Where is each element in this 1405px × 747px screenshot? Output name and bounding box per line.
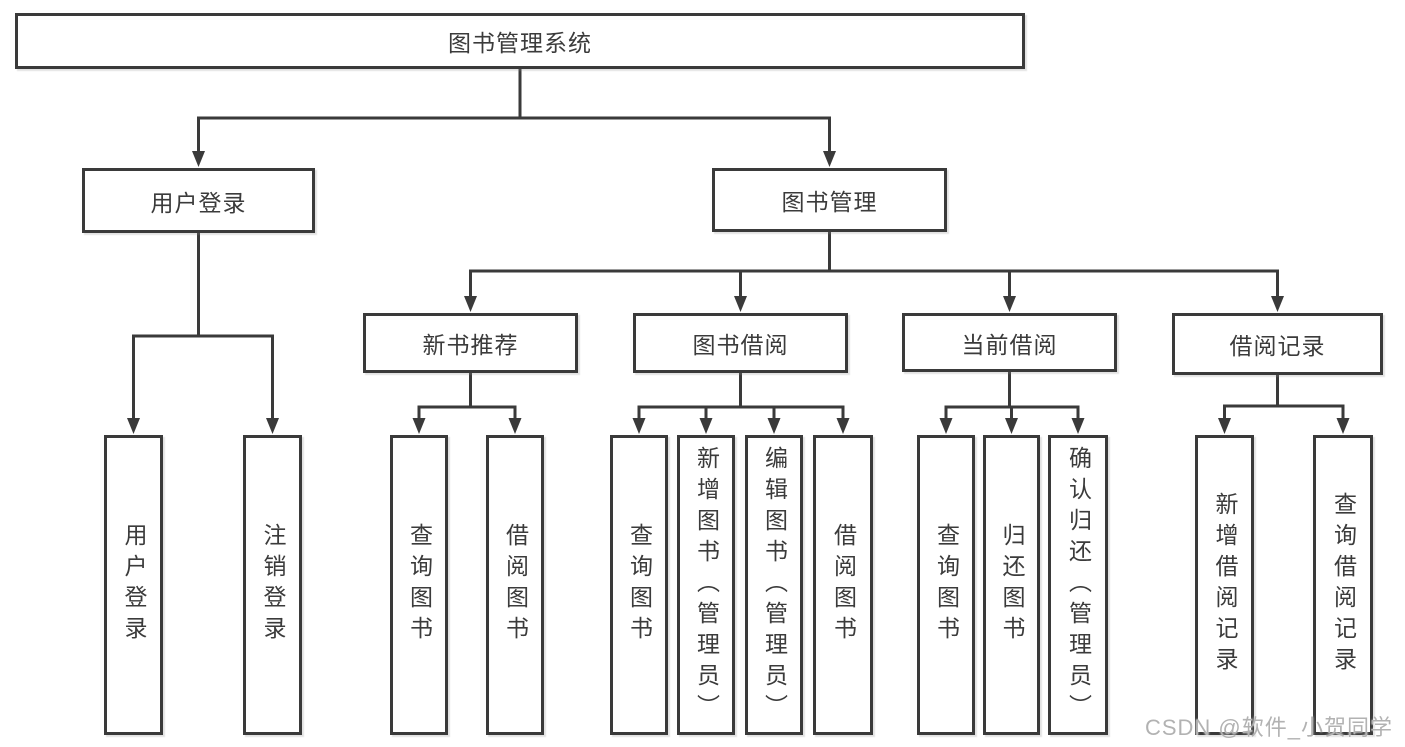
arrowhead-icon [734, 296, 747, 312]
node-label: 借阅图书 [830, 523, 857, 647]
leaf-current-query-books: 查询图书 [917, 435, 975, 735]
leaf-current-return-books: 归还图书 [983, 435, 1040, 735]
leaf-recommend-borrow-books: 借阅图书 [486, 435, 544, 735]
arrowhead-icon [1218, 418, 1231, 434]
arrowhead-icon [1005, 418, 1018, 434]
arrowhead-icon [127, 418, 140, 434]
arrowhead-icon [1071, 418, 1085, 434]
arrowhead-icon [1003, 296, 1016, 312]
node-label: 新增图书（管理员） [693, 445, 720, 725]
arrowhead-icon [464, 296, 477, 312]
leaf-borrow-edit-books-admin: 编辑图书（管理员） [745, 435, 803, 735]
node-user-login: 用户登录 [82, 168, 315, 233]
arrowhead-icon [836, 418, 850, 434]
node-book-management: 图书管理 [712, 168, 947, 232]
node-book-borrowing: 图书借阅 [633, 313, 848, 373]
node-label: 新书推荐 [422, 332, 519, 358]
node-label: 当前借阅 [961, 331, 1058, 358]
node-label: 编辑图书（管理员） [761, 445, 788, 725]
leaf-borrow-add-books-admin: 新增图书（管理员） [677, 435, 735, 735]
node-label: 图书管理系统 [448, 30, 592, 56]
arrowhead-icon [508, 418, 522, 434]
leaf-records-add-record: 新增借阅记录 [1195, 435, 1254, 735]
node-label: 查询图书 [406, 523, 433, 647]
node-label: 归还图书 [999, 523, 1025, 647]
node-label: 确认归还（管理员） [1065, 445, 1092, 725]
arrowhead-icon [939, 418, 953, 434]
node-borrow-records: 借阅记录 [1172, 313, 1383, 375]
node-label: 查询借阅记录 [1330, 492, 1357, 678]
leaf-records-query-record: 查询借阅记录 [1313, 435, 1373, 735]
node-label: 用户登录 [121, 523, 147, 647]
node-label: 查询图书 [626, 523, 653, 647]
node-new-book-recommend: 新书推荐 [363, 313, 578, 373]
arrowhead-icon [266, 418, 279, 434]
arrowhead-icon [1336, 418, 1350, 434]
arrowhead-icon [823, 151, 836, 167]
leaf-borrow-query-books: 查询图书 [610, 435, 668, 735]
arrowhead-icon [767, 418, 781, 434]
arrowhead-icon [412, 418, 426, 434]
node-current-borrowing: 当前借阅 [902, 313, 1117, 372]
node-label: 查询图书 [933, 523, 960, 647]
leaf-current-confirm-return-admin: 确认归还（管理员） [1048, 435, 1108, 735]
node-label: 借阅图书 [502, 523, 529, 647]
arrowhead-icon [192, 151, 205, 167]
leaf-logout: 注销登录 [243, 435, 302, 735]
node-label: 借阅记录 [1229, 333, 1326, 359]
node-label: 图书管理 [781, 189, 878, 215]
arrowhead-icon [632, 418, 646, 434]
node-library-system: 图书管理系统 [15, 13, 1025, 69]
watermark: CSDN @软件_小贺同学 [1144, 715, 1393, 740]
leaf-borrow-borrow-books: 借阅图书 [813, 435, 873, 735]
node-label: 用户登录 [150, 189, 247, 216]
leaf-recommend-query-books: 查询图书 [390, 435, 448, 735]
leaf-user-login: 用户登录 [104, 435, 163, 735]
node-label: 图书借阅 [692, 332, 789, 358]
arrowhead-icon [699, 418, 713, 434]
arrowhead-icon [1271, 296, 1284, 312]
node-label: 新增借阅记录 [1212, 492, 1238, 678]
node-label: 注销登录 [260, 523, 286, 647]
